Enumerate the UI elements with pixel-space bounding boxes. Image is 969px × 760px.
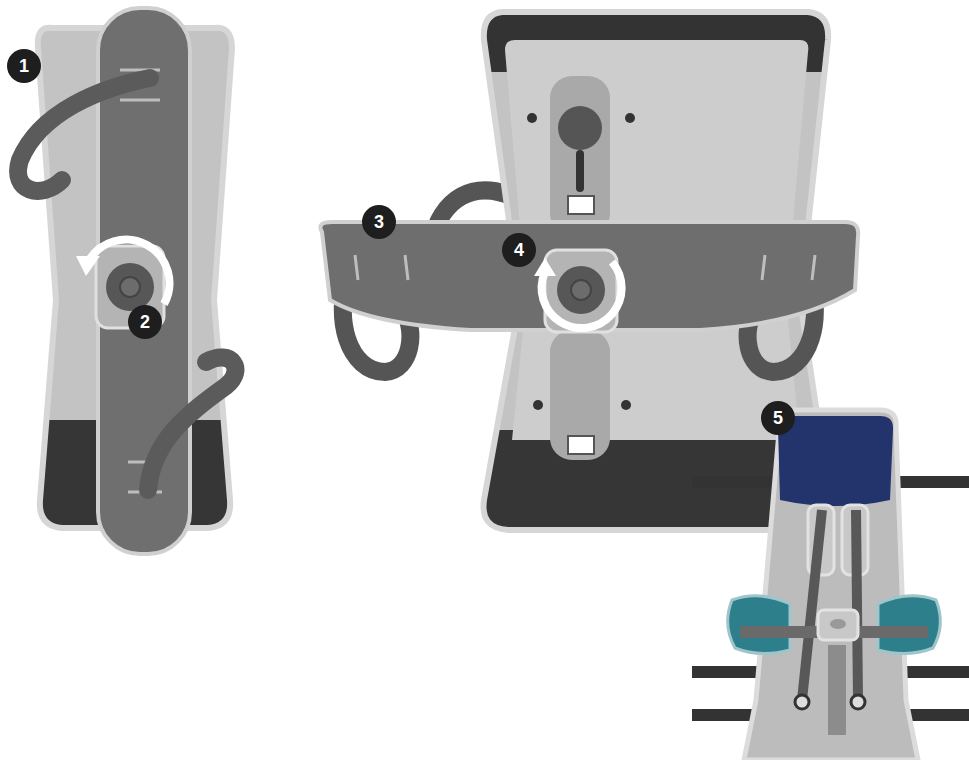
chest-clip	[818, 610, 858, 640]
channel	[550, 330, 610, 460]
strap-loop	[18, 78, 150, 191]
rotation-arrow	[542, 262, 622, 328]
adjuster-knob	[558, 106, 602, 150]
adjuster-knob	[557, 266, 605, 314]
arrow-head	[534, 258, 556, 276]
knob-center	[120, 277, 140, 297]
side-wing	[878, 596, 940, 654]
clip-button	[830, 619, 846, 629]
callout-number: 4	[502, 233, 536, 267]
rivet	[527, 113, 537, 123]
adjuster-knob	[106, 263, 154, 311]
callout-number: 2	[128, 305, 162, 339]
connector-plate	[568, 436, 594, 454]
slot	[576, 150, 584, 192]
knob-center	[571, 280, 591, 300]
callout-number: 5	[761, 401, 795, 435]
side-wing	[728, 596, 790, 654]
seat-body	[744, 410, 918, 760]
rivet	[533, 400, 543, 410]
buckle	[795, 695, 809, 709]
rotation-arrow	[88, 240, 169, 304]
buckle	[851, 695, 865, 709]
channel	[550, 76, 610, 236]
fitted-seat-figure	[692, 410, 969, 760]
crotch-strap	[828, 645, 846, 735]
callout-number: 3	[362, 205, 396, 239]
strap-loop	[148, 358, 235, 490]
rivet	[625, 113, 635, 123]
arrow-head	[76, 256, 100, 276]
callout-number: 1	[7, 49, 41, 83]
connector-plate	[568, 196, 594, 214]
head-pad	[778, 416, 893, 506]
rivet	[621, 400, 631, 410]
folded-panel-figure	[18, 8, 240, 554]
